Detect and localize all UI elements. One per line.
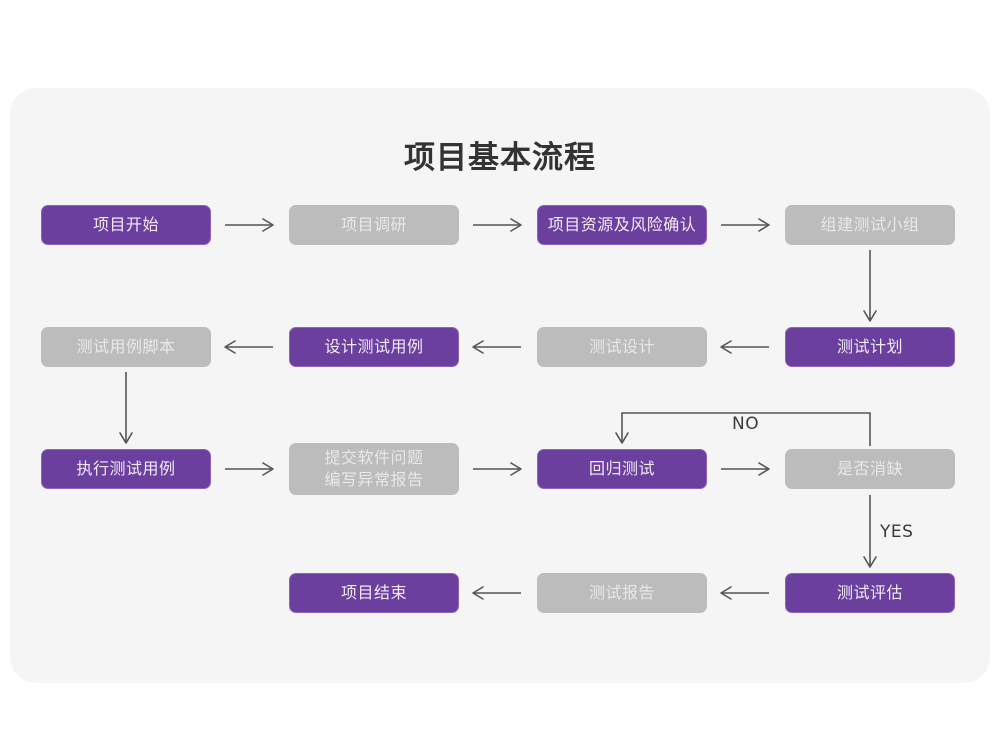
node-project-research[interactable]: 项目调研 [289,205,459,245]
node-project-end[interactable]: 项目结束 [289,573,459,613]
node-execute-test-case[interactable]: 执行测试用例 [41,449,211,489]
node-submit-issue-report[interactable]: 提交软件问题 编写异常报告 [289,443,459,495]
node-test-plan[interactable]: 测试计划 [785,327,955,367]
node-test-case-script[interactable]: 测试用例脚本 [41,327,211,367]
node-defect-cleared[interactable]: 是否消缺 [785,449,955,489]
edge-label-yes: YES [880,522,914,542]
node-test-evaluation[interactable]: 测试评估 [785,573,955,613]
node-test-report[interactable]: 测试报告 [537,573,707,613]
node-project-start[interactable]: 项目开始 [41,205,211,245]
node-regression-test[interactable]: 回归测试 [537,449,707,489]
edge-label-no: NO [732,414,760,434]
node-design-test-case[interactable]: 设计测试用例 [289,327,459,367]
node-build-test-team[interactable]: 组建测试小组 [785,205,955,245]
node-test-design[interactable]: 测试设计 [537,327,707,367]
page-title: 项目基本流程 [404,140,596,176]
node-resource-risk-confirm[interactable]: 项目资源及风险确认 [537,205,707,245]
